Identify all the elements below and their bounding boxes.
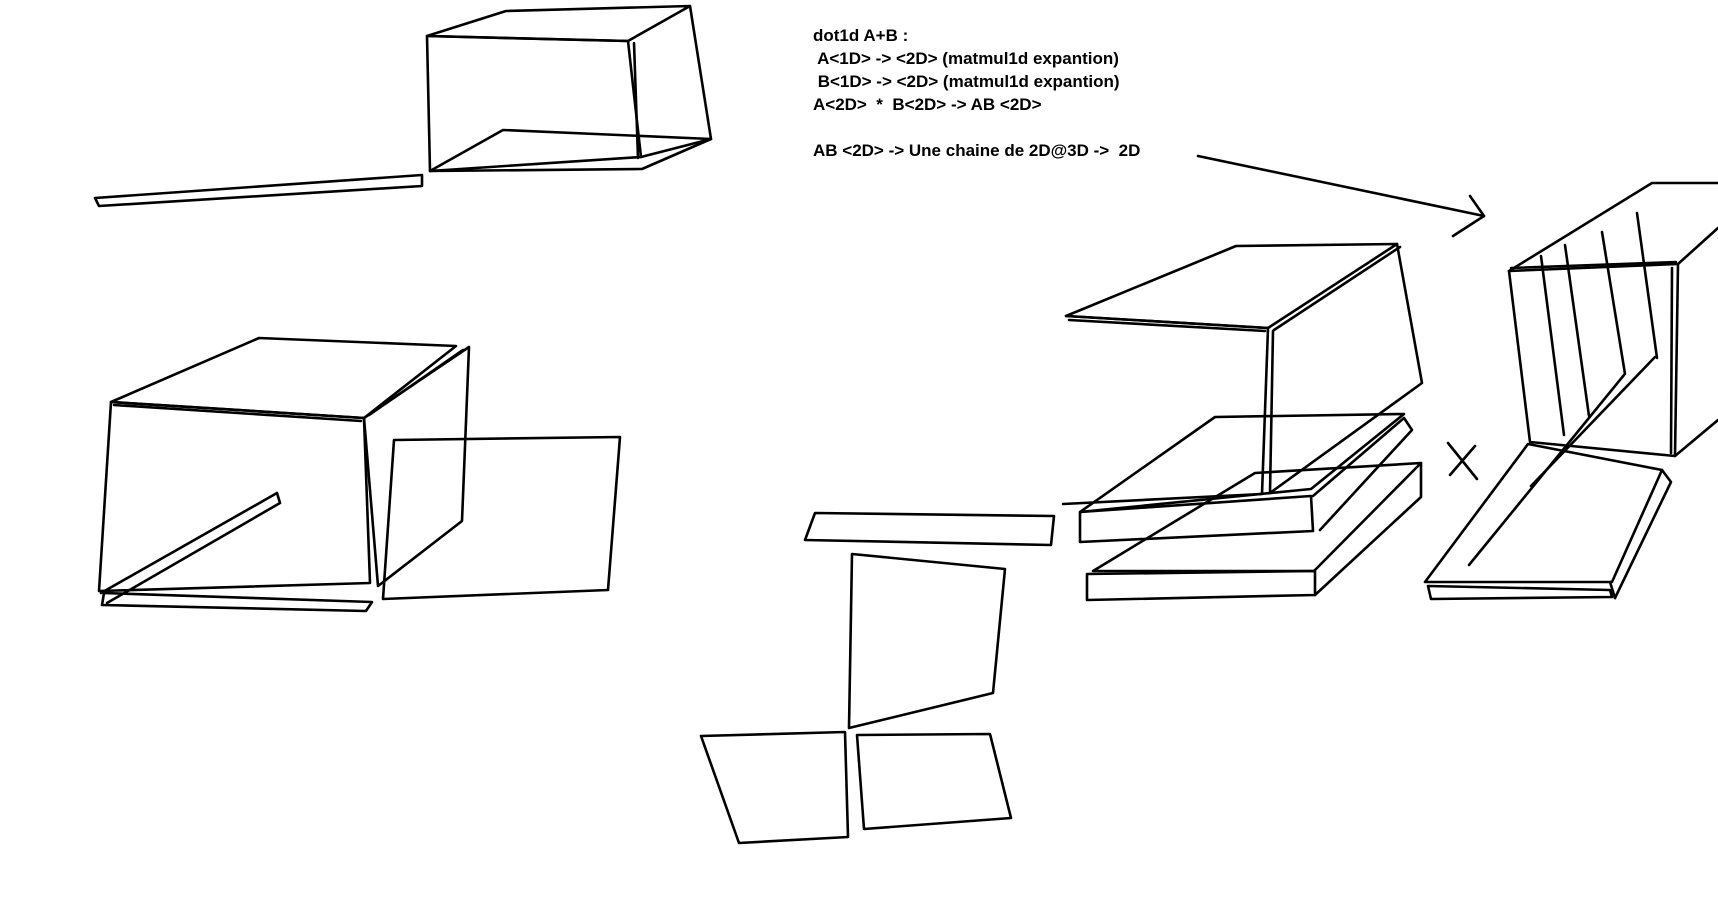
tray-lower-side: [1313, 461, 1423, 597]
box-sketch-left: [97, 336, 622, 613]
box-side-edge-double: [367, 348, 465, 417]
box-base-plank: [100, 591, 374, 613]
box-side-edge-double: [1272, 245, 1402, 332]
tray-lower: [1091, 461, 1423, 573]
box-bottom-inner: [428, 128, 713, 173]
box-edge-inner: [1268, 329, 1275, 495]
box-sketch-far-right: [1423, 181, 1718, 601]
tray-upper: [1078, 412, 1406, 514]
panel-center: [847, 552, 1007, 730]
tray-upper-front: [1078, 494, 1315, 544]
note-text-block: dot1d A+B : A<1D> -> <2D> (matmul1d expa…: [813, 24, 1313, 162]
arrow-head: [1451, 194, 1486, 238]
base-panel-edge: [1613, 468, 1673, 600]
box-top-edge-double: [1067, 318, 1267, 333]
base-panel: [1423, 442, 1664, 584]
box-edge-double: [632, 41, 640, 160]
flap-bottom-left: [699, 730, 850, 845]
box-front-face: [97, 400, 372, 593]
plank-top-left: [93, 173, 424, 208]
box-front-face: [1061, 314, 1270, 506]
box-front-face: [1507, 262, 1680, 458]
base-plank: [1426, 584, 1614, 601]
note-line-2: A<1D> -> <2D> (matmul1d expantion): [813, 49, 1119, 68]
flap-bottom-right: [855, 732, 1013, 831]
tray-lower-front: [1085, 569, 1317, 602]
tray-upper-side: [1311, 416, 1414, 532]
vertical-line-2: [1563, 243, 1591, 418]
box-side-edge: [1673, 418, 1718, 458]
plank-center: [803, 511, 1056, 547]
box-sketch-right: [1061, 242, 1424, 602]
note-line-4: A<2D> * B<2D> -> AB <2D>: [813, 95, 1042, 114]
box-top-face: [1064, 242, 1399, 330]
box-top-front-edge-double: [1509, 260, 1678, 270]
box-diagonal-plank: [99, 491, 282, 605]
x-mark-icon: [1446, 441, 1479, 481]
open-panel: [381, 435, 622, 601]
vertical-line-1: [1539, 254, 1566, 437]
box-top-edge-double: [112, 403, 363, 423]
diagonal-line-short: [1467, 373, 1626, 567]
box-front-edge-double: [1669, 266, 1674, 455]
note-line-1: dot1d A+B :: [813, 26, 909, 45]
box-front-face: [425, 34, 643, 173]
box-top-face: [1507, 181, 1718, 273]
note-line-6: AB <2D> -> Une chaine de 2D@3D -> 2D: [813, 141, 1141, 160]
note-line-3: B<1D> -> <2D> (matmul1d expantion): [813, 72, 1120, 91]
vertical-line-3: [1600, 230, 1627, 376]
box-side-face: [1268, 242, 1424, 495]
vertical-line-4: [1635, 211, 1659, 360]
base-plank-corner: [1608, 580, 1617, 600]
arrow-line: [1196, 154, 1486, 218]
box-sketch-top-left: [425, 4, 713, 173]
